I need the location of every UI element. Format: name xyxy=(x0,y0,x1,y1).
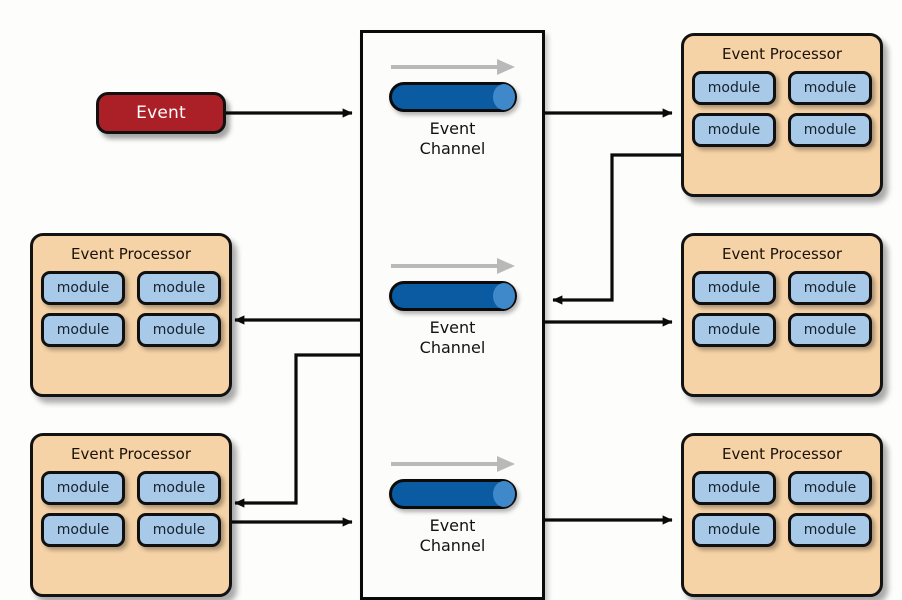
channel-cylinder-icon xyxy=(388,479,517,509)
module-pill[interactable]: module xyxy=(137,471,221,505)
module-pill[interactable]: module xyxy=(692,513,776,547)
event-processor-bottom-right[interactable]: Event Processor module module module mod… xyxy=(681,433,883,597)
event-channel-container: Event Channel Event Channel xyxy=(360,30,545,600)
channel-label-line2: Channel xyxy=(419,536,486,556)
event-channel-2-label: Event Channel xyxy=(420,318,486,359)
module-pill[interactable]: module xyxy=(788,471,872,505)
flow-arrow-icon xyxy=(390,59,515,75)
module-pill[interactable]: module xyxy=(788,71,872,105)
module-pill[interactable]: module xyxy=(137,513,221,547)
event-processor-middle-right[interactable]: Event Processor module module module mod… xyxy=(681,233,883,397)
processor-title: Event Processor xyxy=(722,245,842,263)
channel-label-line2: Channel xyxy=(419,338,486,358)
channel-label-line2: Channel xyxy=(419,139,486,159)
module-pill[interactable]: module xyxy=(41,513,125,547)
channel-label-line1: Event xyxy=(429,516,476,535)
event-box[interactable]: Event xyxy=(96,92,226,134)
module-pill[interactable]: module xyxy=(788,113,872,147)
module-pill[interactable]: module xyxy=(788,271,872,305)
module-pill[interactable]: module xyxy=(788,513,872,547)
event-channel-3[interactable]: Event Channel xyxy=(363,456,542,557)
event-channel-3-label: Event Channel xyxy=(420,516,486,557)
event-channel-1[interactable]: Event Channel xyxy=(363,59,542,160)
module-pill[interactable]: module xyxy=(788,313,872,347)
event-processor-top-right[interactable]: Event Processor module module module mod… xyxy=(681,33,883,197)
processor-title: Event Processor xyxy=(71,245,191,263)
module-grid: module module module module xyxy=(692,271,872,347)
event-processor-bottom-left[interactable]: Event Processor module module module mod… xyxy=(30,433,232,597)
channel-label-line1: Event xyxy=(429,119,476,138)
module-pill[interactable]: module xyxy=(692,471,776,505)
connector-top-right-to-channel2 xyxy=(552,153,682,305)
connector-channel-to-bottom-left xyxy=(234,353,360,508)
module-pill[interactable]: module xyxy=(692,113,776,147)
module-grid: module module module module xyxy=(41,471,221,547)
flow-arrow-icon xyxy=(390,258,515,274)
module-pill[interactable]: module xyxy=(692,271,776,305)
event-channel-2[interactable]: Event Channel xyxy=(363,258,542,359)
module-pill[interactable]: module xyxy=(692,313,776,347)
module-grid: module module module module xyxy=(692,471,872,547)
module-pill[interactable]: module xyxy=(137,313,221,347)
module-pill[interactable]: module xyxy=(41,471,125,505)
processor-title: Event Processor xyxy=(722,45,842,63)
flow-arrow-icon xyxy=(390,456,515,472)
channel-cylinder-icon xyxy=(388,281,517,311)
event-processor-middle-left[interactable]: Event Processor module module module mod… xyxy=(30,233,232,397)
event-label: Event xyxy=(136,103,186,123)
processor-title: Event Processor xyxy=(722,445,842,463)
module-grid: module module module module xyxy=(692,71,872,147)
event-channel-1-label: Event Channel xyxy=(420,119,486,160)
module-grid: module module module module xyxy=(41,271,221,347)
channel-cylinder-icon xyxy=(388,82,517,112)
processor-title: Event Processor xyxy=(71,445,191,463)
module-pill[interactable]: module xyxy=(137,271,221,305)
channel-label-line1: Event xyxy=(429,318,476,337)
module-pill[interactable]: module xyxy=(692,71,776,105)
module-pill[interactable]: module xyxy=(41,313,125,347)
module-pill[interactable]: module xyxy=(41,271,125,305)
